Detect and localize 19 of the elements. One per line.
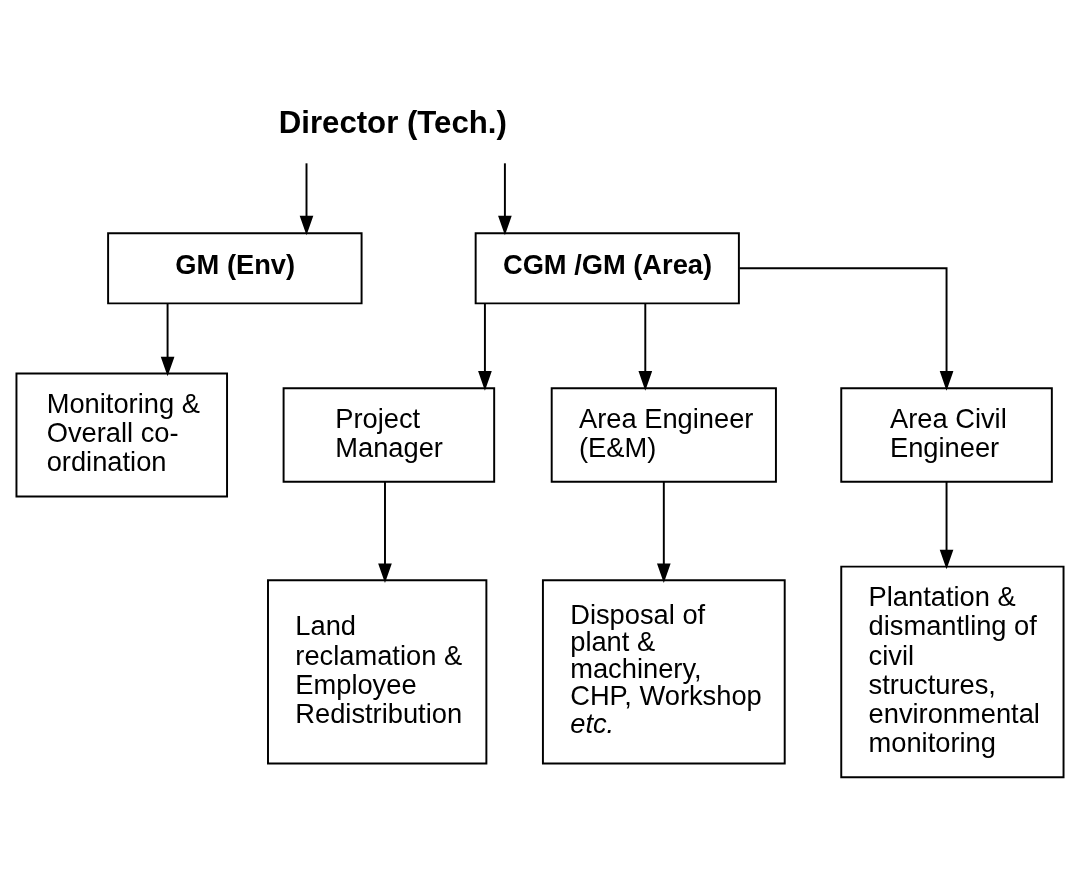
node-box: GM (Env) — [107, 232, 363, 305]
node-box: Area Engineer (E&M) — [550, 387, 777, 483]
node-box: Monitoring & Overall co-ordination — [15, 372, 229, 498]
arrow — [378, 480, 392, 584]
arrow — [657, 480, 671, 584]
arrow — [738, 267, 954, 391]
arrow — [299, 162, 314, 236]
arrow — [939, 480, 954, 570]
arrow — [478, 302, 492, 391]
arrow — [160, 302, 175, 377]
arrow — [638, 302, 653, 391]
node-box: Disposal of plant & machinery, CHP, Workshop etc. — [541, 579, 786, 765]
node-box: Area Civil Engineer — [840, 387, 1053, 483]
node-box: Plantation & dismantling of civil structures, environmental monitoring — [840, 565, 1065, 779]
node-text: Director (Tech.) — [278, 105, 507, 141]
node-box: Project Manager — [282, 387, 496, 483]
node-box: Land reclamation & Employee Redistribution — [267, 579, 488, 765]
node-box: CGM /GM (Area) — [474, 232, 740, 305]
arrow — [498, 162, 512, 236]
